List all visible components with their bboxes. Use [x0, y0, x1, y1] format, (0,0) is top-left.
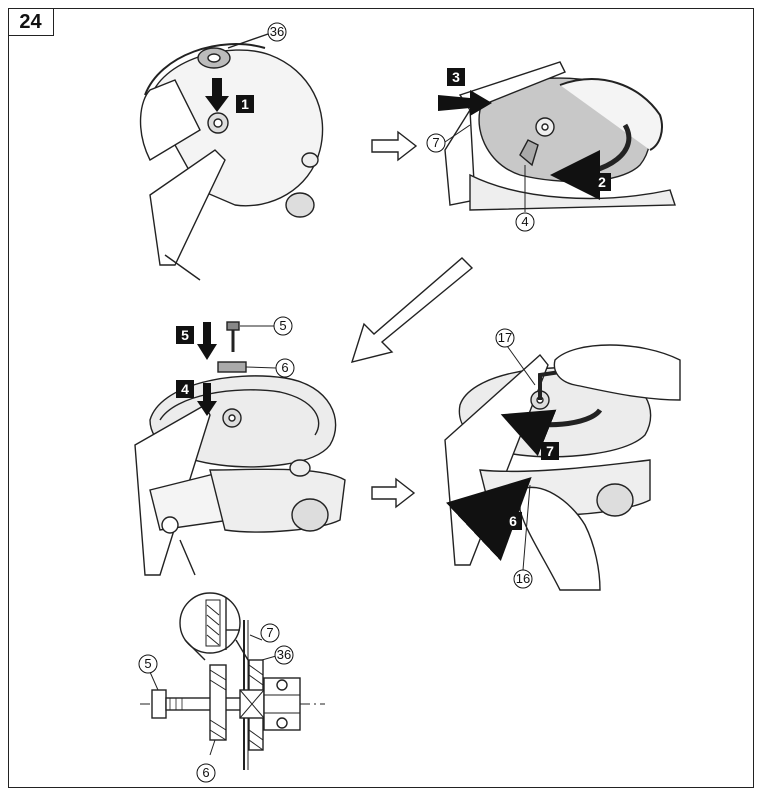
svg-text:6: 6 [509, 513, 517, 529]
section-detail [140, 592, 325, 770]
svg-text:5: 5 [279, 318, 286, 333]
svg-text:7: 7 [546, 443, 554, 459]
step-marker: 5 [176, 326, 194, 344]
svg-text:6: 6 [202, 765, 209, 780]
step-arrow-push [438, 90, 492, 116]
svg-text:36: 36 [277, 647, 291, 662]
callout-circle: 7 [260, 623, 280, 643]
callout-circle: 7 [426, 133, 446, 153]
svg-text:6: 6 [281, 360, 288, 375]
callout-circle: 6 [196, 763, 216, 783]
callout-circle: 5 [138, 654, 158, 674]
callout-circle: 36 [274, 645, 294, 665]
svg-text:1: 1 [241, 96, 249, 112]
svg-text:5: 5 [181, 327, 189, 343]
step-marker: 4 [176, 380, 194, 398]
sequence-arrow-right [371, 130, 418, 162]
step-arrow-down [197, 322, 217, 416]
svg-text:7: 7 [266, 625, 273, 640]
step-marker: 7 [541, 442, 559, 460]
figure-number: 24 [8, 8, 54, 36]
callout-circle: 36 [267, 22, 287, 42]
callout-circle: 17 [495, 328, 515, 348]
step-marker: 6 [504, 512, 522, 530]
svg-text:5: 5 [144, 656, 151, 671]
panel-top-right [444, 61, 676, 212]
svg-text:4: 4 [181, 381, 189, 397]
sequence-arrow-diagonal [350, 257, 474, 363]
step-marker: 1 [236, 95, 254, 113]
svg-text:3: 3 [452, 69, 460, 85]
step-arrow-down [205, 78, 229, 112]
figure-frame [8, 8, 754, 788]
panel-mid-left [134, 321, 346, 576]
callout-circle: 16 [513, 569, 533, 589]
svg-text:17: 17 [498, 330, 512, 345]
sequence-arrow-right [371, 477, 416, 509]
callout-circle: 4 [515, 212, 535, 232]
svg-text:7: 7 [432, 135, 439, 150]
svg-text:36: 36 [270, 24, 284, 39]
panel-top-left [139, 33, 324, 281]
svg-text:2: 2 [598, 174, 606, 190]
step-marker: 2 [593, 173, 611, 191]
callout-circle: 5 [273, 316, 293, 336]
step-marker: 3 [447, 68, 465, 86]
svg-text:16: 16 [516, 571, 530, 586]
callout-circle: 6 [275, 358, 295, 378]
panel-mid-right [444, 342, 681, 591]
svg-text:4: 4 [521, 214, 528, 229]
